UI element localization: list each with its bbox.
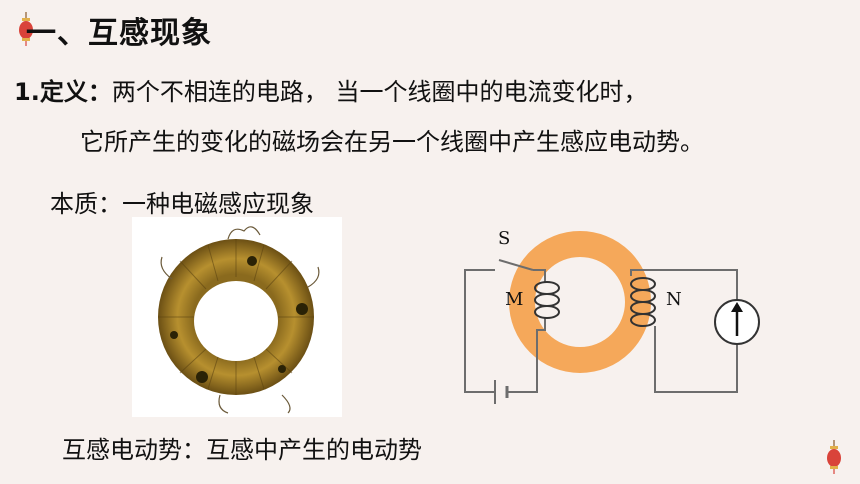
- secondary-circuit: [630, 269, 738, 393]
- coil-m-label: M: [505, 289, 524, 310]
- iron-ring: [509, 231, 651, 373]
- circuit-diagram: [464, 231, 760, 404]
- toroid-photo: [132, 217, 342, 417]
- lantern-icon: [827, 440, 841, 474]
- switch-label: S: [498, 228, 511, 249]
- left-coil: [534, 281, 560, 319]
- page-title: 一、互感现象: [26, 16, 212, 51]
- definition-line-2: 它所产生的变化的磁场会在另一个线圈中产生感应电动势。: [80, 128, 704, 156]
- right-coil: [630, 277, 656, 327]
- essence-text: 本质：一种电磁感应现象: [50, 190, 314, 218]
- coil-n-label: N: [666, 289, 682, 310]
- switch-s: [498, 259, 534, 271]
- definition-line-1: 1.定义：两个不相连的电路， 当一个线圈中的电流变化时，: [14, 72, 647, 107]
- definition-label: 1.定义：: [14, 78, 112, 106]
- primary-circuit: [464, 259, 546, 404]
- definition-text-1: 两个不相连的电路， 当一个线圈中的电流变化时，: [111, 78, 648, 106]
- mutual-emf-text: 互感电动势：互感中产生的电动势: [62, 436, 422, 464]
- lantern-icon: [19, 12, 33, 46]
